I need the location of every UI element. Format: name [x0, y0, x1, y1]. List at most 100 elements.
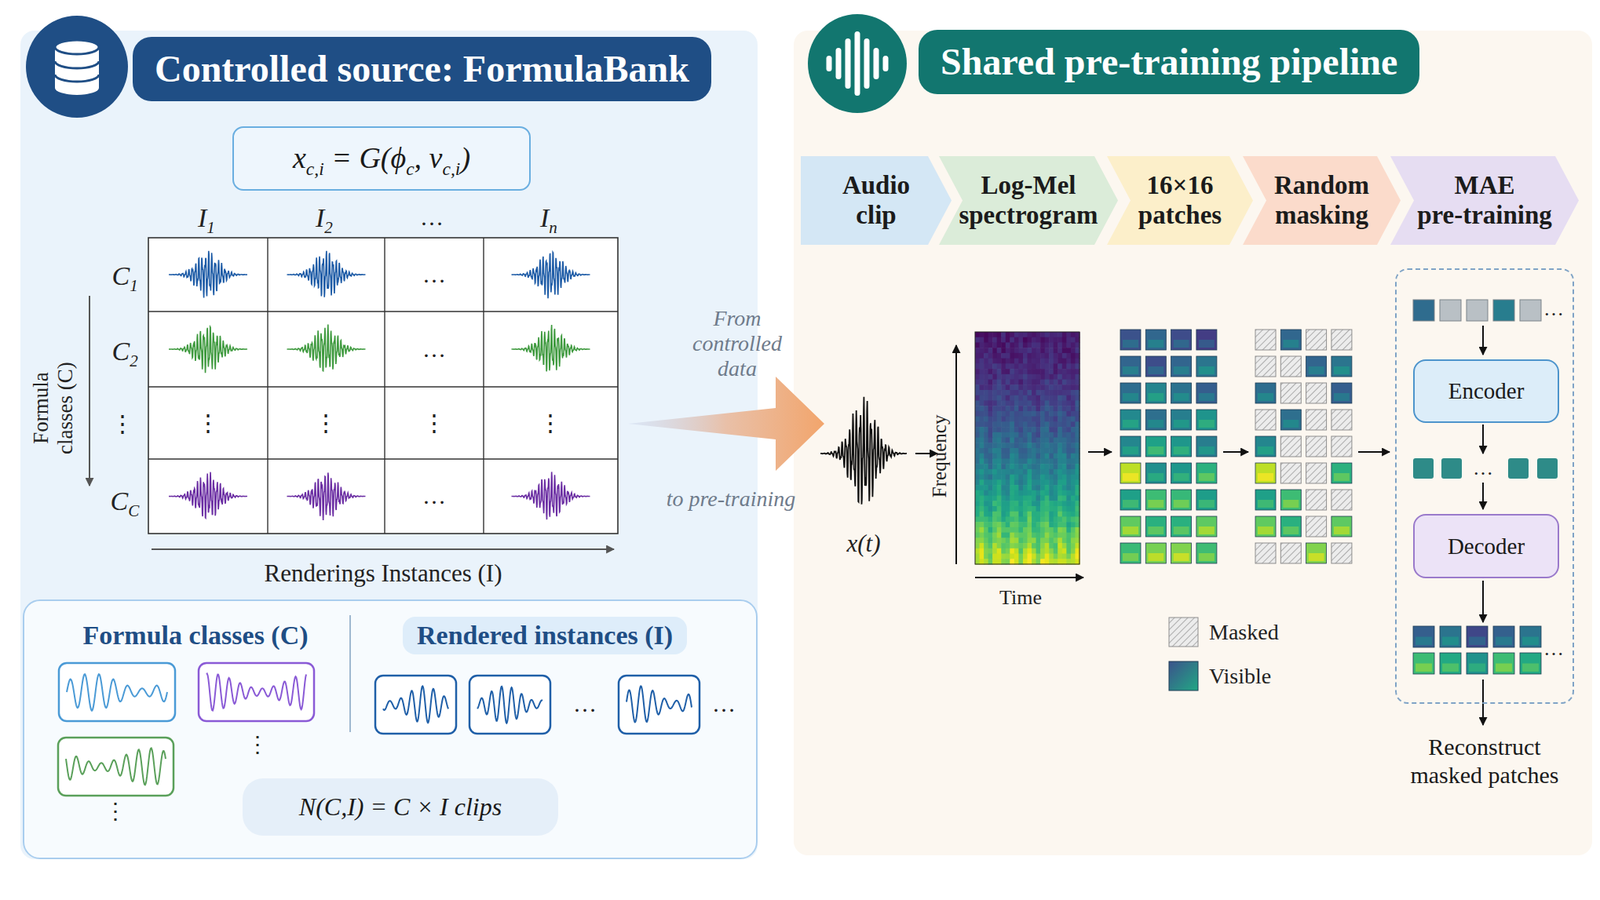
spectrogram-cell	[983, 469, 989, 475]
spectrogram-cell	[1000, 400, 1006, 406]
spectrogram-cell	[1053, 400, 1059, 406]
spectrogram-cell	[1070, 368, 1076, 375]
spectrogram-cell	[1027, 358, 1033, 365]
visible-patch-shade	[1333, 526, 1350, 535]
spectrogram-cell	[992, 337, 998, 344]
visible-patch	[1255, 436, 1276, 457]
spectrogram-cell	[1057, 533, 1063, 539]
formula-box: xc,i = G(ϕc, νc,i)	[232, 126, 531, 191]
arrow-line	[1223, 451, 1249, 453]
spectrogram-cell	[992, 421, 998, 428]
masked-patch	[1331, 489, 1352, 511]
spectrogram-cell	[1036, 511, 1042, 518]
spectrogram-cell	[1062, 411, 1067, 417]
spectrogram-cell	[1000, 527, 1006, 534]
spectrogram-cell	[988, 496, 994, 502]
spectrogram-cell	[1040, 363, 1045, 369]
spectrogram-cell	[1031, 438, 1037, 444]
spectrogram-cell	[997, 432, 1002, 439]
spectrogram-cell	[975, 453, 980, 460]
ellipsis: …	[1543, 297, 1564, 322]
spectrogram-cell	[1031, 395, 1037, 402]
spectrogram-cell	[1000, 469, 1006, 475]
spectrogram-cell	[1031, 533, 1037, 539]
spectrogram-cell	[975, 438, 980, 444]
waveform	[511, 252, 591, 299]
ellipsis: …	[420, 204, 444, 232]
spectrogram-cell	[983, 490, 989, 497]
spectrogram-cell	[979, 463, 985, 470]
spectrogram-cell	[1053, 537, 1059, 544]
decoder-box: Decoder	[1413, 514, 1560, 579]
box-label: Decoder	[1447, 533, 1525, 561]
arrow-line	[88, 295, 91, 486]
spectrogram-cell	[988, 463, 994, 470]
spectrogram-cell	[1036, 400, 1042, 406]
spectrogram-cell	[1036, 469, 1042, 475]
encoder-box: Encoder	[1413, 359, 1560, 424]
spectrogram-cell	[1027, 485, 1033, 491]
spectrogram-cell	[1070, 432, 1076, 439]
spectrogram-cell	[1066, 374, 1071, 380]
arrow-line	[955, 345, 958, 565]
spectrogram-cell	[1000, 516, 1006, 523]
spectrogram-cell	[1018, 500, 1023, 507]
spectrogram-cell	[979, 363, 985, 369]
signal-label: x(t)	[847, 529, 881, 559]
spectrogram-cell	[1040, 511, 1045, 518]
spectrogram-cell	[1014, 363, 1020, 369]
sound-icon-bar	[873, 47, 880, 80]
spectrogram-cell	[997, 463, 1002, 470]
spectrogram-cell	[1009, 533, 1015, 539]
spectrogram-cell	[1005, 384, 1011, 391]
spectrogram-cell	[1027, 469, 1033, 475]
spectrogram-cell	[1022, 342, 1028, 348]
spectrogram-cell	[988, 363, 994, 369]
spectrogram-cell	[1062, 400, 1067, 406]
spectrogram-cell	[1036, 347, 1042, 354]
spectrogram-cell	[1066, 432, 1071, 439]
source-panel: xc,i = G(ϕc, νc,i)N(C,I) = C × I clipsFo…	[20, 30, 758, 860]
spectrogram-cell	[975, 390, 980, 396]
spectrogram-cell	[992, 438, 998, 444]
spectrogram-cell	[1022, 548, 1028, 555]
spectrogram-cell	[1057, 458, 1063, 464]
spectrogram-cell	[1070, 363, 1076, 369]
spectrogram-cell	[1066, 490, 1071, 497]
spectrogram-cell	[1014, 332, 1020, 338]
spectrogram-cell	[1005, 395, 1011, 402]
spectrogram-cell	[1062, 458, 1067, 464]
sound-icon-bar	[864, 38, 870, 89]
database-icon-disc	[25, 15, 128, 118]
spectrogram-cell	[979, 453, 985, 460]
spectrogram-cell	[1000, 411, 1006, 417]
spectrogram-cell	[1044, 374, 1050, 380]
spectrogram-cell	[1036, 500, 1042, 507]
spectrogram-cell	[1005, 374, 1011, 380]
spectrogram-cell	[1005, 390, 1011, 396]
spectrogram-cell	[1027, 353, 1033, 359]
spectrogram-cell	[1053, 442, 1059, 449]
spectrogram-cell	[1022, 474, 1028, 481]
spectrogram-cell	[988, 432, 994, 439]
spectrogram-cell	[979, 379, 985, 386]
spectrogram-cell	[988, 405, 994, 412]
spectrogram-cell	[1066, 384, 1071, 391]
spectrogram-cell	[988, 527, 994, 534]
spectrogram-cell	[1040, 474, 1045, 481]
spectrogram-cell	[1009, 405, 1015, 412]
sample-box	[618, 675, 700, 735]
spectrogram-cell	[1009, 458, 1015, 464]
spectrogram-cell	[1062, 438, 1067, 444]
spectrogram-cell	[1027, 527, 1033, 534]
spectrogram-cell	[979, 500, 985, 507]
spectrogram-cell	[1022, 421, 1028, 428]
spectrogram-cell	[1005, 337, 1011, 344]
latent-token	[1413, 458, 1434, 479]
spectrogram-cell	[1022, 496, 1028, 502]
spectrogram-cell	[1022, 358, 1028, 365]
spectrogram-cell	[1057, 479, 1063, 486]
spectrogram-cell	[1062, 432, 1067, 439]
spectrogram-cell	[1022, 453, 1028, 460]
